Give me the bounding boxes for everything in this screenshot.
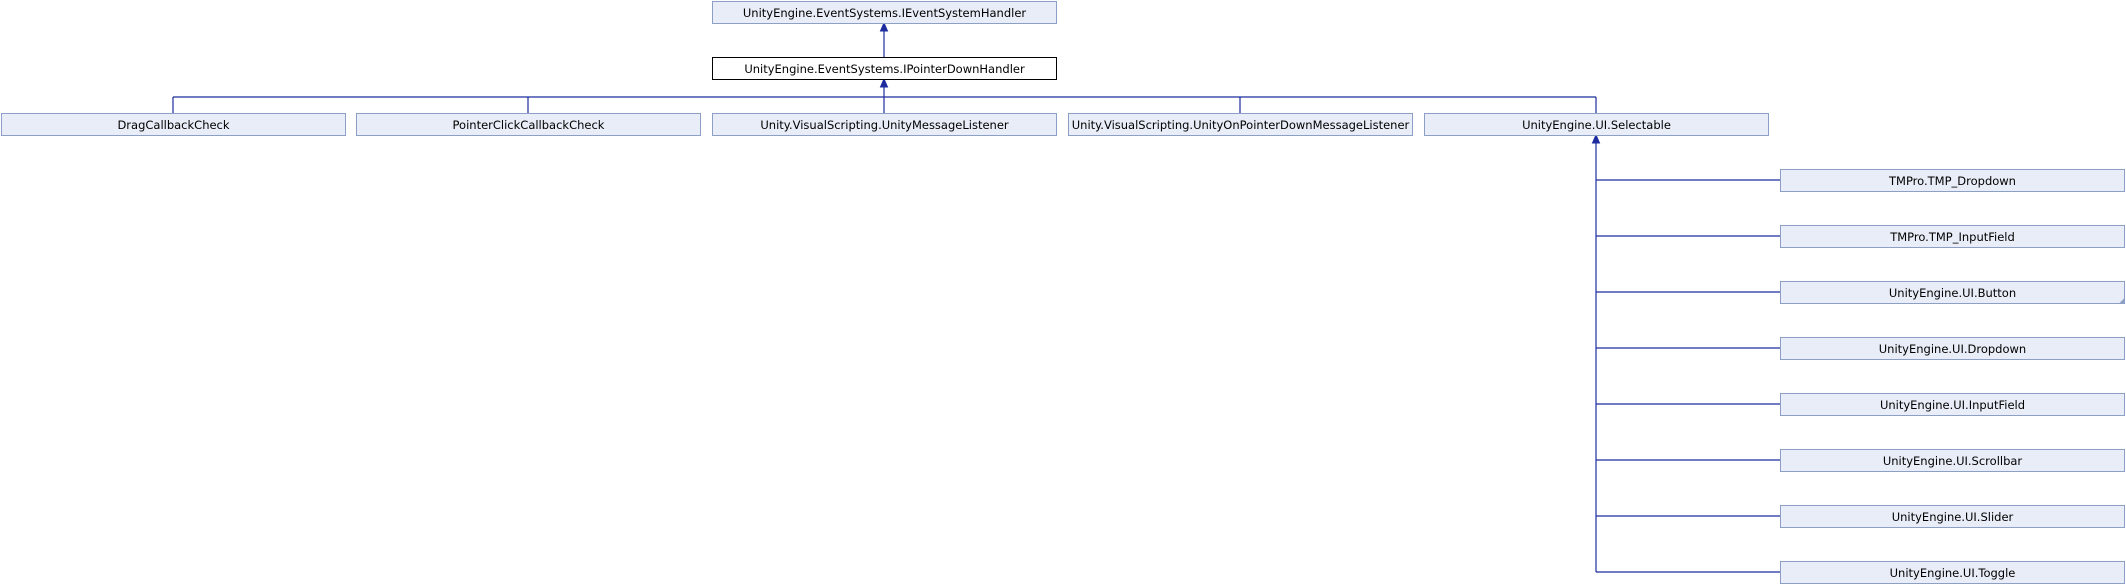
class-node-selectable[interactable]: UnityEngine.UI.Selectable [1424, 113, 1769, 136]
class-node-label-inputfield: UnityEngine.UI.InputField [1880, 398, 2025, 412]
class-node-box-pointerclickcallbackcheck [356, 113, 701, 136]
class-node-label-ipointerdownhandler: UnityEngine.EventSystems.IPointerDownHan… [744, 62, 1025, 76]
class-node-label-scrollbar: UnityEngine.UI.Scrollbar [1883, 454, 2023, 468]
class-node-box-selectable [1424, 113, 1769, 136]
class-node-slider[interactable]: UnityEngine.UI.Slider [1780, 505, 2125, 528]
class-node-box-scrollbar [1780, 449, 2125, 472]
class-node-box-ipointerdownhandler [712, 57, 1057, 80]
arrowhead-selectable [1591, 133, 1601, 144]
class-node-box-dropdown [1780, 337, 2125, 360]
class-node-dropdown[interactable]: UnityEngine.UI.Dropdown [1780, 337, 2125, 360]
class-node-label-tmp-dropdown: TMPro.TMP_Dropdown [1888, 174, 2016, 188]
class-node-pointerclickcallbackcheck[interactable]: PointerClickCallbackCheck [356, 113, 701, 136]
class-node-label-tmp-inputfield: TMPro.TMP_InputField [1889, 230, 2015, 244]
class-node-box-dragcallbackcheck [1, 113, 346, 136]
class-node-ipointerdownhandler[interactable]: UnityEngine.EventSystems.IPointerDownHan… [712, 57, 1057, 80]
arrowhead-ipointerdownhandler [879, 77, 889, 88]
class-node-box-inputfield [1780, 393, 2125, 416]
class-node-box-ieventsystemhandler [712, 1, 1057, 24]
class-node-unitymessagelistener[interactable]: Unity.VisualScripting.UnityMessageListen… [712, 113, 1057, 136]
class-node-box-unityonpointerdownmessagelistener [1068, 113, 1413, 136]
class-node-box-tmp-dropdown [1780, 169, 2125, 192]
class-node-label-dropdown: UnityEngine.UI.Dropdown [1879, 342, 2026, 356]
class-node-label-slider: UnityEngine.UI.Slider [1892, 510, 2014, 524]
class-node-tmp-inputfield[interactable]: TMPro.TMP_InputField [1780, 225, 2125, 248]
class-node-label-toggle: UnityEngine.UI.Toggle [1890, 566, 2016, 580]
class-node-toggle[interactable]: UnityEngine.UI.Toggle [1780, 561, 2125, 584]
class-node-ieventsystemhandler[interactable]: UnityEngine.EventSystems.IEventSystemHan… [712, 1, 1057, 24]
arrowhead-ieventsystemhandler [879, 21, 889, 32]
class-node-dragcallbackcheck[interactable]: DragCallbackCheck [1, 113, 346, 136]
class-node-box-button [1780, 281, 2125, 304]
edges-layer [172, 21, 1780, 573]
class-node-tmp-dropdown[interactable]: TMPro.TMP_Dropdown [1780, 169, 2125, 192]
class-node-unityonpointerdownmessagelistener[interactable]: Unity.VisualScripting.UnityOnPointerDown… [1068, 113, 1413, 136]
class-node-box-tmp-inputfield [1780, 225, 2125, 248]
class-node-label-button: UnityEngine.UI.Button [1889, 286, 2016, 300]
class-node-label-dragcallbackcheck: DragCallbackCheck [117, 118, 229, 132]
class-node-label-unityonpointerdownmessagelistener: Unity.VisualScripting.UnityOnPointerDown… [1072, 118, 1410, 132]
class-node-box-slider [1780, 505, 2125, 528]
class-node-label-pointerclickcallbackcheck: PointerClickCallbackCheck [453, 118, 605, 132]
class-node-label-ieventsystemhandler: UnityEngine.EventSystems.IEventSystemHan… [743, 6, 1027, 20]
class-node-button[interactable]: UnityEngine.UI.Button [1780, 281, 2125, 304]
class-node-label-selectable: UnityEngine.UI.Selectable [1522, 118, 1671, 132]
class-node-box-unitymessagelistener [712, 113, 1057, 136]
class-node-label-unitymessagelistener: Unity.VisualScripting.UnityMessageListen… [760, 118, 1009, 132]
class-node-inputfield[interactable]: UnityEngine.UI.InputField [1780, 393, 2125, 416]
class-node-scrollbar[interactable]: UnityEngine.UI.Scrollbar [1780, 449, 2125, 472]
more-children-corner-icon [2119, 298, 2125, 304]
